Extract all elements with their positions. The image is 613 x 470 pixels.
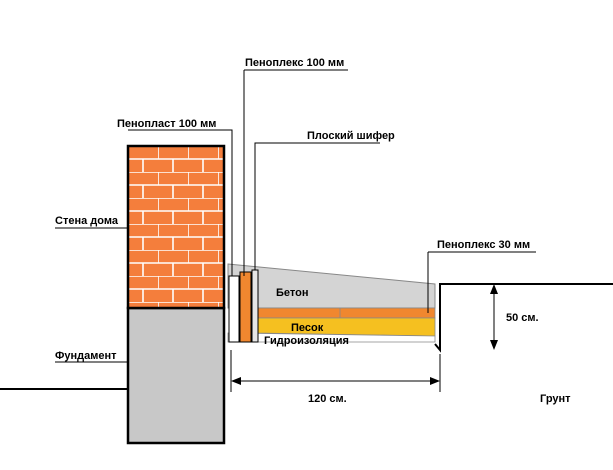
house-wall [126, 144, 226, 310]
leader-flat-slate [254, 142, 380, 270]
label-height-dim: 50 см. [506, 312, 539, 324]
label-concrete: Бетон [276, 287, 308, 299]
label-foundation: Фундамент [55, 350, 117, 362]
dim-120-arrow-right [430, 377, 440, 385]
penoplast-vertical [228, 275, 240, 343]
label-penoplast-100: Пенопласт 100 мм [117, 118, 216, 130]
label-sand: Песок [291, 322, 324, 334]
label-penoplex-30: Пеноплекс 30 мм [437, 239, 530, 251]
label-waterproofing: Гидроизоляция [264, 335, 349, 347]
label-flat-slate: Плоский шифер [307, 130, 395, 142]
label-width-dim: 120 см. [308, 393, 347, 405]
dim-50-arrow-top [490, 284, 498, 294]
waterproofing-layer [227, 332, 436, 343]
foundation [126, 306, 226, 445]
dim-50-arrow-bottom [490, 340, 498, 350]
label-house-wall: Стена дома [55, 215, 119, 227]
penoplex-vertical [239, 271, 252, 343]
penoplex-30-layer [257, 307, 436, 319]
sand-layer [257, 317, 436, 337]
leader-penoplast-100 [128, 129, 233, 276]
label-ground: Грунт [540, 393, 571, 405]
label-penoplex-100: Пеноплекс 100 мм [245, 57, 344, 69]
dim-120-arrow-left [231, 377, 241, 385]
concrete-slab [227, 263, 436, 309]
flat-slate-vertical [251, 269, 259, 343]
